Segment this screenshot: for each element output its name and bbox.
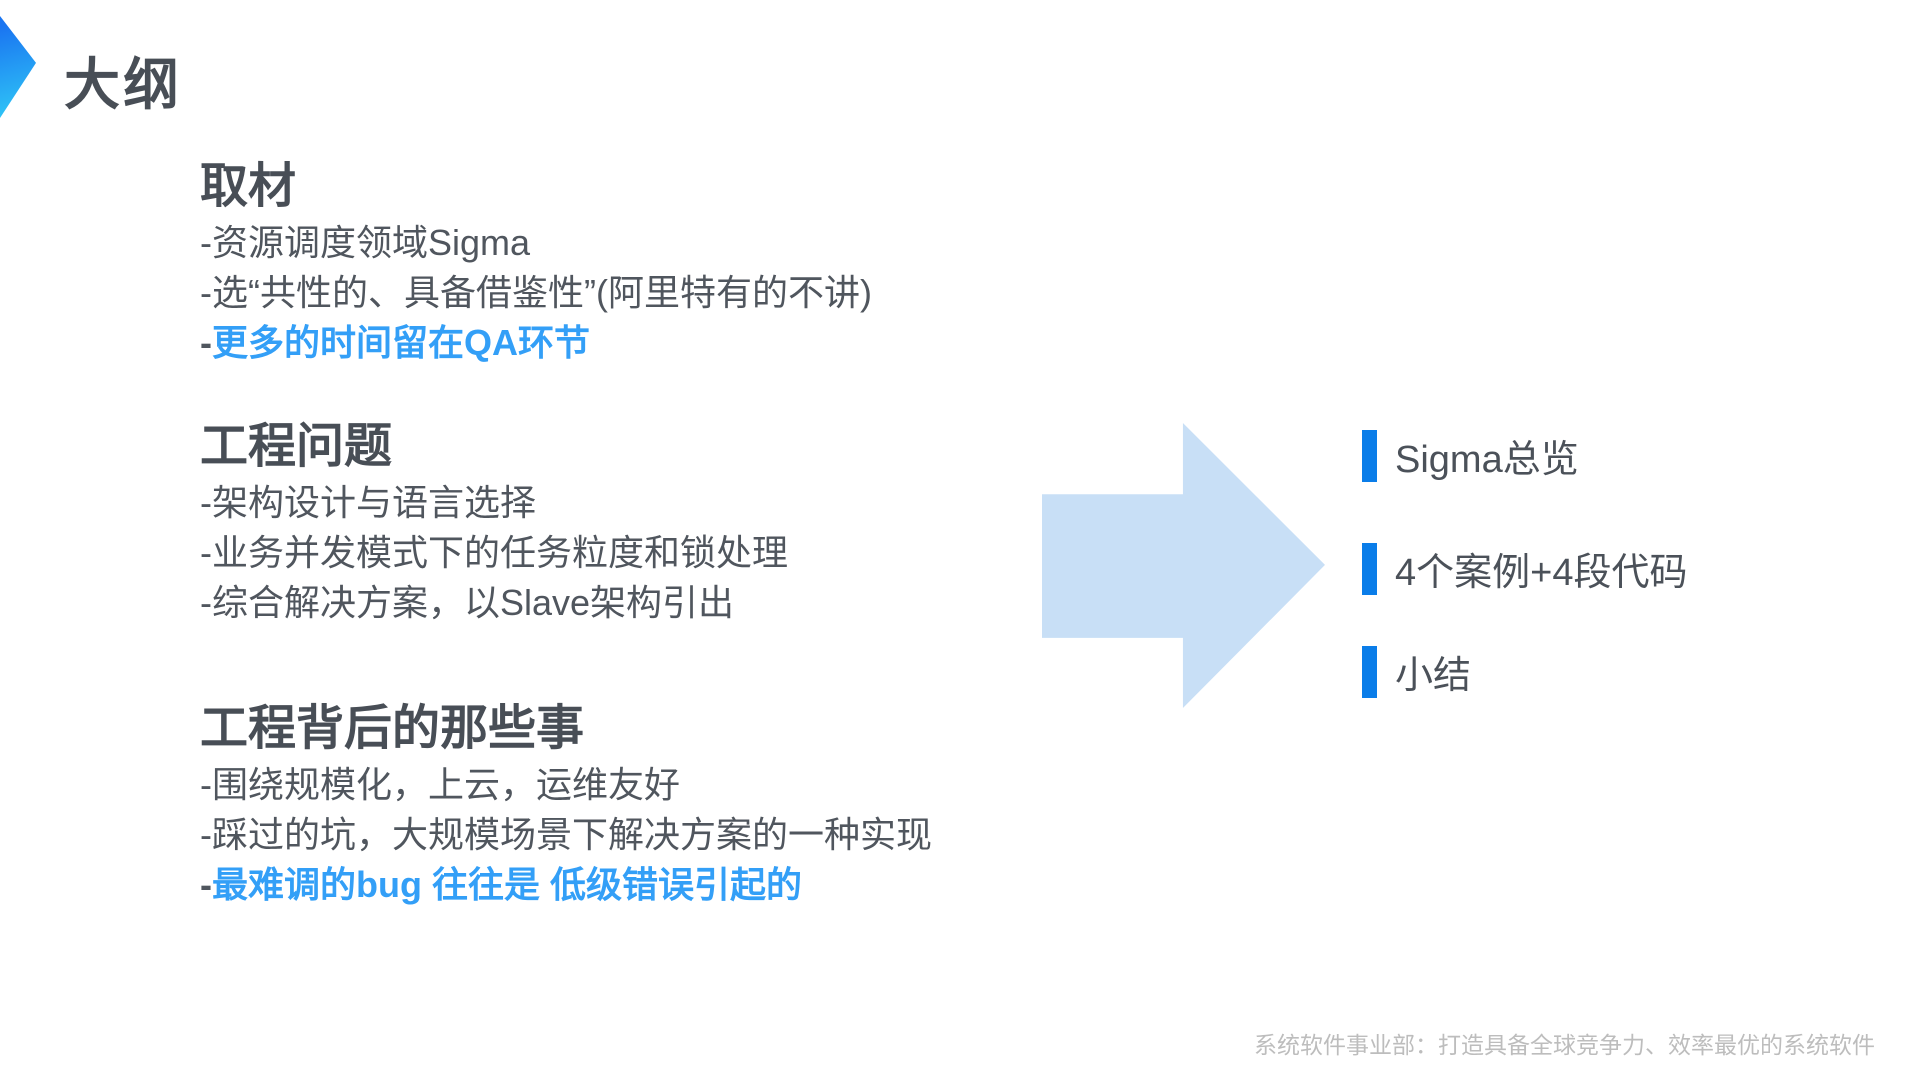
section-material: 取材 -资源调度领域Sigma -选“共性的、具备借鉴性”(阿里特有的不讲) -…: [200, 158, 872, 368]
footer-text: 系统软件事业部：打造具备全球竞争力、效率最优的系统软件: [1254, 1032, 1875, 1058]
bullet-bar-icon: [1362, 645, 1377, 698]
bullet-bar-icon: [1362, 542, 1377, 595]
bullet-line: -踩过的坑，大规模场景下解决方案的一种实现: [200, 814, 932, 855]
highlight-text: 最难调的bug 往往是 低级错误引起的: [212, 864, 802, 905]
bullet-bar-icon: [1362, 429, 1377, 482]
block-arrow-right-shape: [1042, 423, 1325, 708]
page-title: 大纲: [64, 53, 182, 116]
bullet-line: -综合解决方案，以Slave架构引出: [200, 582, 735, 623]
section-heading: 工程背后的那些事: [200, 702, 585, 755]
bullet-line: -资源调度领域Sigma: [200, 222, 531, 263]
bullet-line: -围绕规模化，上云，运维友好: [200, 764, 680, 805]
bullet-line: -选“共性的、具备借鉴性”(阿里特有的不讲): [200, 272, 872, 313]
section-behind-engineering: 工程背后的那些事 -围绕规模化，上云，运维友好 -踩过的坑，大规模场景下解决方案…: [200, 700, 932, 910]
bullet-dash: -: [200, 864, 212, 905]
agenda-item: 4个案例+4段代码: [1362, 541, 1687, 596]
bullet-line-highlight: -更多的时间留在QA环节: [200, 318, 872, 368]
highlight-text: 更多的时间留在QA环节: [212, 322, 591, 363]
section-lines: -架构设计与语言选择 -业务并发模式下的任务粒度和锁处理 -综合解决方案，以Sl…: [200, 478, 788, 628]
section-lines: -围绕规模化，上云，运维友好 -踩过的坑，大规模场景下解决方案的一种实现 -最难…: [200, 760, 932, 910]
agenda-label: Sigma总览: [1395, 439, 1579, 481]
section-engineering-problems: 工程问题 -架构设计与语言选择 -业务并发模式下的任务粒度和锁处理 -综合解决方…: [200, 418, 788, 628]
bullet-line-highlight: -最难调的bug 往往是 低级错误引起的: [200, 860, 932, 910]
agenda-label: 小结: [1395, 655, 1472, 697]
section-heading: 取材: [200, 160, 297, 213]
agenda-item: Sigma总览: [1362, 428, 1579, 483]
bullet-line: -业务并发模式下的任务粒度和锁处理: [200, 532, 788, 573]
bullet-dash: -: [200, 322, 212, 363]
agenda-item: 小结: [1362, 644, 1471, 699]
agenda-label: 4个案例+4段代码: [1395, 552, 1688, 594]
bullet-line: -架构设计与语言选择: [200, 482, 536, 523]
chevron-right-icon: [0, 16, 36, 118]
section-heading: 工程问题: [200, 420, 393, 473]
section-lines: -资源调度领域Sigma -选“共性的、具备借鉴性”(阿里特有的不讲) -更多的…: [200, 218, 872, 368]
